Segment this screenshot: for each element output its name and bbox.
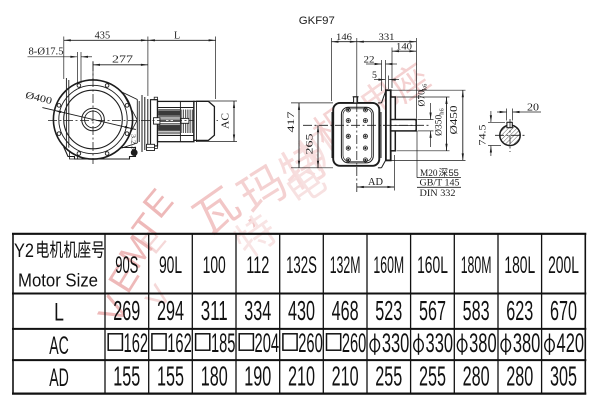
svg-text:265: 265 — [306, 133, 316, 154]
svg-text:Ø450: Ø450 — [449, 106, 460, 135]
svg-text:160M: 160M — [373, 252, 404, 279]
svg-text:294: 294 — [157, 295, 184, 326]
svg-text:160L: 160L — [417, 252, 448, 279]
svg-text:AC: AC — [49, 332, 69, 360]
svg-text:Ø70k6: Ø70k6 — [418, 83, 429, 107]
svg-text:180L: 180L — [504, 252, 535, 279]
svg-text:74.5: 74.5 — [478, 124, 488, 145]
svg-text:Ø350h6: Ø350h6 — [434, 107, 445, 135]
svg-text:435: 435 — [95, 31, 111, 42]
svg-text:330: 330 — [382, 328, 410, 358]
svg-text:430: 430 — [288, 295, 315, 326]
svg-text:5: 5 — [372, 70, 377, 81]
svg-text:AC: AC — [221, 113, 232, 129]
svg-text:Motor Size: Motor Size — [18, 270, 98, 291]
svg-text:277: 277 — [112, 54, 133, 65]
svg-text:420: 420 — [557, 328, 585, 358]
svg-text:210: 210 — [332, 361, 359, 392]
svg-text:L: L — [174, 31, 180, 42]
svg-text:GKF97: GKF97 — [299, 15, 335, 27]
svg-text:180: 180 — [201, 361, 228, 392]
svg-text:331: 331 — [379, 32, 395, 43]
svg-text:112: 112 — [246, 252, 269, 279]
svg-text:180M: 180M — [461, 252, 492, 279]
svg-text:132S: 132S — [286, 252, 317, 279]
svg-text:311: 311 — [201, 295, 228, 326]
svg-text:L: L — [54, 299, 64, 327]
svg-text:3.2.3: 3.2.3 — [130, 134, 137, 150]
svg-text:523: 523 — [375, 295, 402, 326]
svg-text:305: 305 — [550, 361, 577, 392]
svg-text:330: 330 — [426, 328, 454, 358]
svg-text:155: 155 — [113, 361, 140, 392]
svg-text:90S: 90S — [115, 252, 138, 279]
svg-text:255: 255 — [375, 361, 402, 392]
svg-text:280: 280 — [463, 361, 490, 392]
svg-text:140: 140 — [396, 42, 412, 53]
svg-text:90L: 90L — [159, 252, 182, 279]
svg-text:567: 567 — [419, 295, 446, 326]
svg-text:468: 468 — [332, 295, 359, 326]
svg-text:204: 204 — [255, 328, 280, 358]
svg-text:132M: 132M — [330, 252, 361, 279]
svg-text:210: 210 — [288, 361, 315, 392]
svg-text:380: 380 — [469, 328, 497, 358]
svg-text:185: 185 — [211, 328, 236, 358]
svg-text:623: 623 — [506, 295, 533, 326]
svg-text:334: 334 — [244, 295, 271, 326]
svg-text:55: 55 — [449, 168, 459, 178]
svg-text:260: 260 — [342, 328, 367, 358]
svg-text:269: 269 — [113, 295, 140, 326]
svg-text:146: 146 — [336, 32, 352, 43]
svg-text:DIN 332: DIN 332 — [420, 189, 456, 199]
svg-text:22: 22 — [364, 54, 375, 65]
svg-text:255: 255 — [419, 361, 446, 392]
svg-text:380: 380 — [513, 328, 541, 358]
svg-text:M20: M20 — [420, 169, 438, 179]
svg-text:162: 162 — [124, 328, 149, 358]
svg-text:8-Ø17.5: 8-Ø17.5 — [29, 46, 64, 57]
svg-text:155: 155 — [157, 361, 184, 392]
svg-text:670: 670 — [550, 295, 577, 326]
svg-text:Y2: Y2 — [14, 240, 34, 262]
svg-text:162: 162 — [167, 328, 192, 358]
svg-text:583: 583 — [463, 295, 490, 326]
svg-text:200L: 200L — [548, 252, 579, 279]
svg-text:AD: AD — [368, 177, 383, 188]
svg-text:260: 260 — [298, 328, 323, 358]
svg-text:GB/T 145: GB/T 145 — [420, 179, 460, 189]
svg-text:AD: AD — [49, 364, 69, 392]
svg-text:20: 20 — [527, 102, 539, 113]
svg-text:100: 100 — [203, 252, 226, 279]
svg-text:280: 280 — [506, 361, 533, 392]
svg-text:190: 190 — [244, 361, 271, 392]
svg-text:417: 417 — [287, 111, 297, 132]
